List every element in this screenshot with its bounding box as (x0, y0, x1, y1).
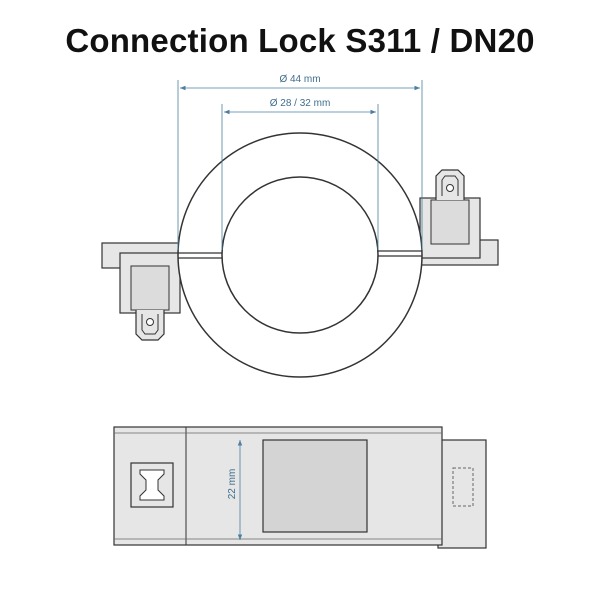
pipe-bore (221, 176, 379, 334)
outer-diameter-dimension: Ø 44 mm (177, 74, 423, 250)
connector-stub (437, 439, 487, 549)
page-title: Connection Lock S311 / DN20 (65, 22, 535, 59)
left-clamp-tab (101, 242, 183, 341)
inspection-window (262, 439, 368, 533)
inner-diameter-label: Ø 28 / 32 mm (270, 98, 331, 109)
side-view: 22 mm (113, 426, 487, 549)
top-view: Ø 44 mm Ø 28 / 32 mm (101, 74, 499, 378)
right-clamp-tab (417, 169, 499, 266)
screw-head (130, 462, 174, 508)
outer-diameter-label: Ø 44 mm (279, 74, 320, 85)
inner-diameter-dimension: Ø 28 / 32 mm (221, 98, 379, 250)
height-label: 22 mm (227, 469, 238, 500)
height-dimension: 22 mm (227, 440, 243, 540)
